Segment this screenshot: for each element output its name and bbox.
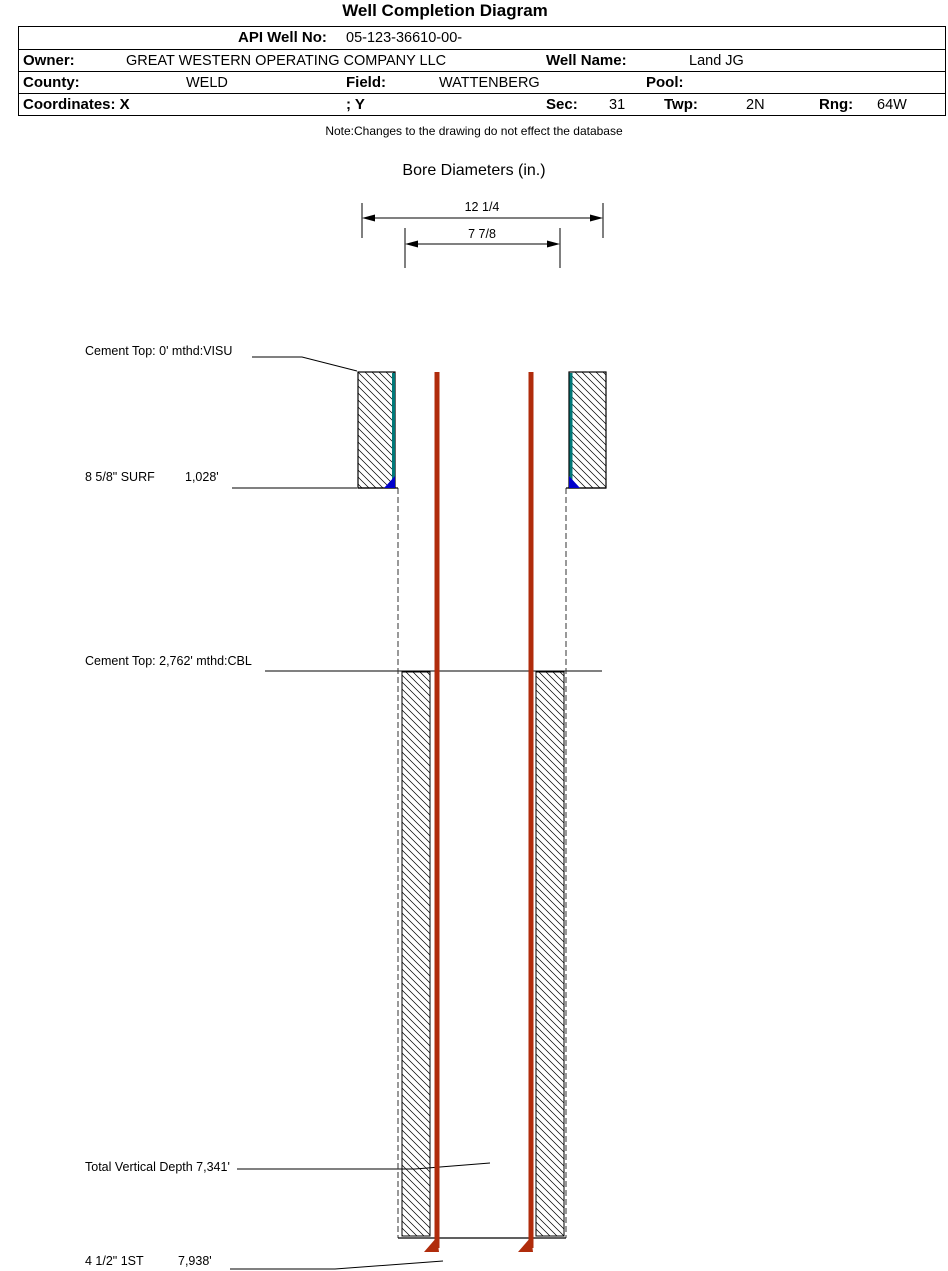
dim-arrow-right-icon — [547, 240, 560, 248]
annotation-total-vertical-depth: Total Vertical Depth 7,341' — [85, 1160, 230, 1174]
table-row-owner: Owner: GREAT WESTERN OPERATING COMPANY L… — [19, 49, 945, 71]
inner-bore-dimension — [404, 228, 561, 268]
sec-value: 31 — [609, 97, 626, 113]
tubing-shoe-left-icon — [424, 1237, 439, 1252]
table-row-county: County: WELD Field: WATTENBERG Pool: — [19, 71, 945, 93]
twp-value: 2N — [746, 97, 765, 113]
field-label: Field: — [346, 74, 386, 91]
dim-arrow-left-icon — [405, 240, 418, 248]
leader-production-casing — [230, 1260, 444, 1270]
api-well-no-value: 05-123-36610-00- — [346, 30, 463, 46]
well-name-value: Land JG — [689, 53, 744, 69]
outer-bore-dimension-label: 12 1/4 — [464, 200, 500, 214]
surface-cement-left — [357, 371, 396, 489]
page-title: Well Completion Diagram — [342, 1, 548, 20]
well-info-table: API Well No: 05-123-36610-00- Owner: GRE… — [18, 26, 946, 116]
field-value: WATTENBERG — [439, 75, 540, 91]
bore-diameters-title: Bore Diameters (in.) — [402, 162, 546, 179]
table-row-coordinates: Coordinates: X ; Y Sec: 31 Twp: 2N Rng: … — [19, 93, 945, 115]
owner-label: Owner: — [23, 52, 75, 69]
surface-cement-right — [568, 371, 607, 489]
sec-label: Sec: — [546, 96, 578, 113]
annotation-surface-casing-depth: 1,028' — [185, 470, 219, 484]
inner-bore-dimension-label: 7 7/8 — [468, 227, 496, 241]
leader-cement-top-surface — [252, 356, 358, 372]
annotation-cement-top-surface: Cement Top: 0' mthd:VISU — [85, 344, 233, 358]
annotation-surface-casing-label: 8 5/8" SURF — [85, 470, 155, 484]
leader-total-vertical-depth — [237, 1162, 491, 1170]
owner-value: GREAT WESTERN OPERATING COMPANY LLC — [126, 53, 447, 69]
api-well-no-label: API Well No: — [238, 29, 327, 46]
database-note: Note:Changes to the drawing do not effec… — [325, 124, 623, 138]
dim-arrow-left-icon — [362, 214, 375, 222]
tubing-shoe-right-icon — [518, 1237, 533, 1252]
well-name-label: Well Name: — [546, 52, 627, 69]
coordinates-y-label: ; Y — [346, 96, 365, 113]
annotation-production-casing-depth: 7,938' — [178, 1254, 212, 1268]
casing-shoe-left-icon — [384, 476, 395, 488]
table-row-api: API Well No: 05-123-36610-00- — [19, 27, 945, 49]
production-cement-right — [535, 671, 565, 1237]
rng-value: 64W — [877, 97, 907, 113]
coordinates-label: Coordinates: X — [23, 96, 130, 113]
twp-label: Twp: — [664, 96, 698, 113]
casing-shoe-right-icon — [569, 476, 580, 488]
county-label: County: — [23, 74, 80, 91]
rng-label: Rng: — [819, 96, 854, 113]
production-cement-left — [401, 671, 431, 1237]
annotation-production-casing-label: 4 1/2" 1ST — [85, 1254, 144, 1268]
outer-bore-dimension — [361, 203, 604, 238]
dim-arrow-right-icon — [590, 214, 603, 222]
annotation-cement-top-production: Cement Top: 2,762' mthd:CBL — [85, 654, 252, 668]
county-value: WELD — [186, 75, 228, 91]
pool-label: Pool: — [646, 74, 684, 91]
